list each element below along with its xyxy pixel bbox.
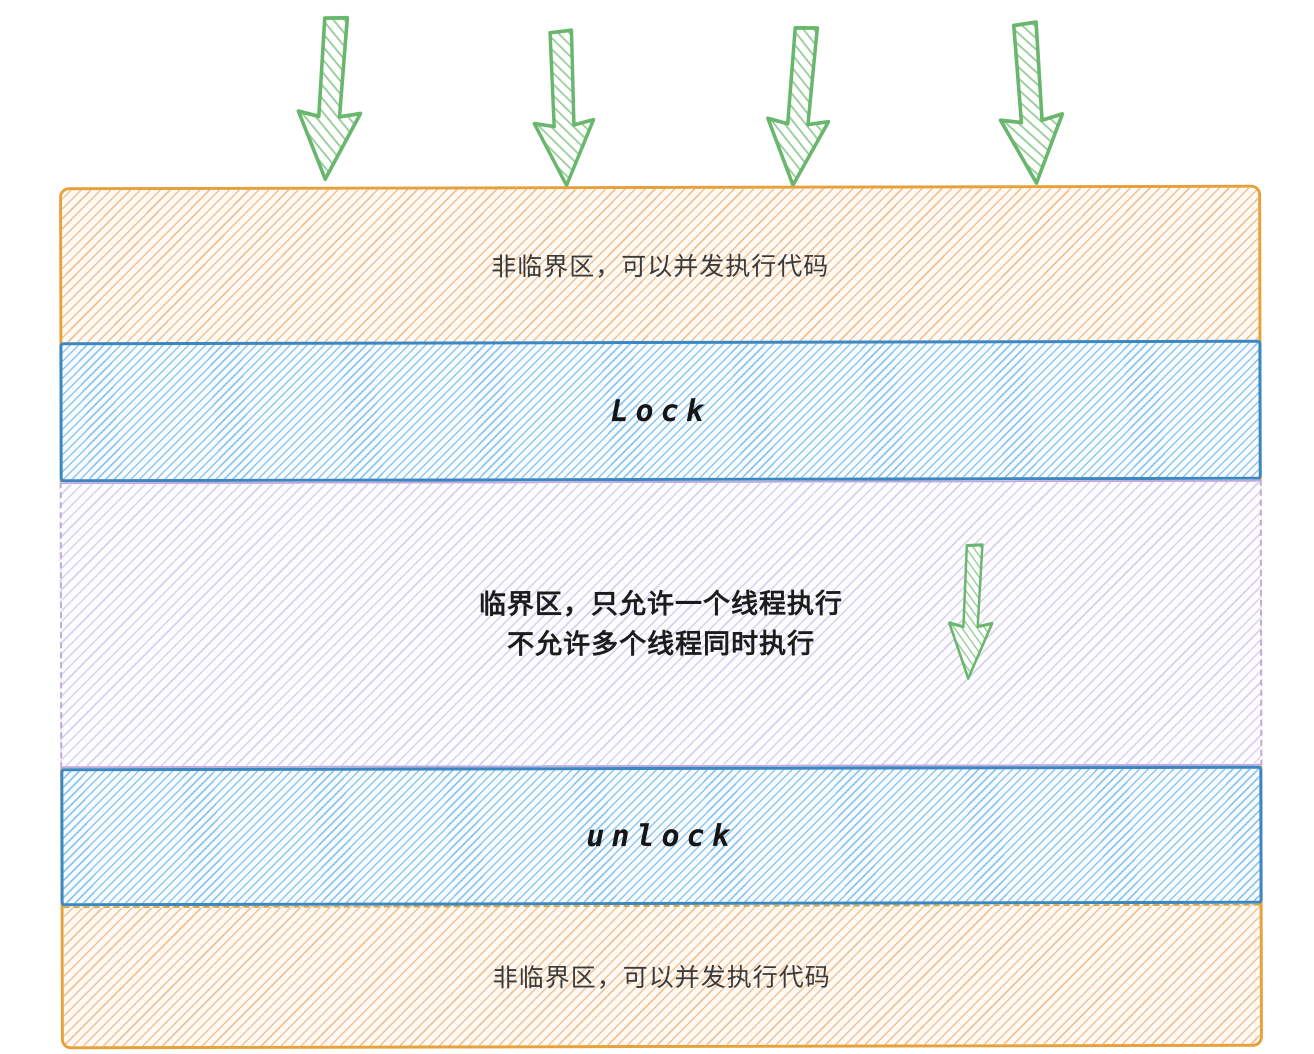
down-arrow-icon xyxy=(979,15,1081,191)
down-arrow-icon xyxy=(279,9,381,187)
critical-label: 临界区，只允许一个线程执行 不允许多个线程同时执行 xyxy=(479,583,843,665)
region-critical: 临界区，只允许一个线程执行 不允许多个线程同时执行 xyxy=(59,479,1263,769)
down-arrow-icon xyxy=(517,25,609,192)
down-arrow-icon xyxy=(748,18,850,193)
region-lock: Lock xyxy=(59,339,1262,483)
region-unlock: unlock xyxy=(60,765,1263,907)
non-critical-top-label: 非临界区，可以并发执行代码 xyxy=(491,252,830,282)
region-non-critical-bottom: 非临界区，可以并发执行代码 xyxy=(63,903,1260,1047)
down-arrow-icon xyxy=(936,539,1005,684)
non-critical-bottom-label: 非临界区，可以并发执行代码 xyxy=(492,963,831,993)
critical-section-diagram: 非临界区，可以并发执行代码 Lock 临界区，只允许一个线程执行 不允许多个线程… xyxy=(59,184,1263,1050)
unlock-label: unlock xyxy=(586,818,737,854)
lock-label: Lock xyxy=(610,393,711,429)
critical-label-line1: 临界区，只允许一个线程执行 xyxy=(478,588,844,619)
critical-label-line2: 不允许多个线程同时执行 xyxy=(507,628,816,660)
region-non-critical-top: 非临界区，可以并发执行代码 xyxy=(62,187,1259,343)
